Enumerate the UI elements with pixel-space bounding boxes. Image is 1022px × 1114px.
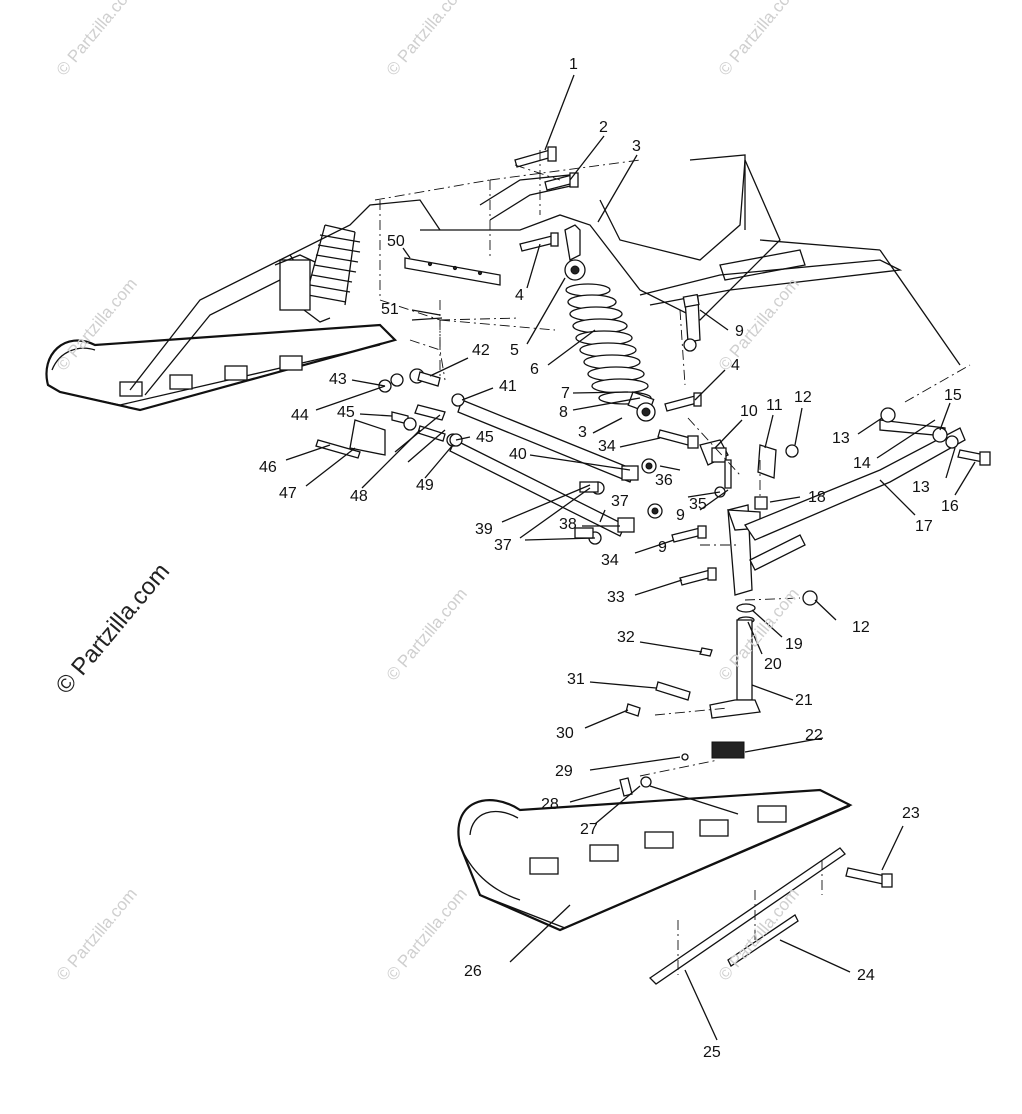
callout-23: 23: [902, 805, 920, 822]
callout-28: 28: [541, 796, 559, 813]
callout-51: 51: [381, 301, 399, 318]
callout-14: 14: [853, 455, 871, 472]
callout-30: 30: [556, 725, 574, 742]
callout-31: 31: [567, 671, 585, 688]
callout-18: 18: [808, 489, 826, 506]
callout-36: 36: [655, 472, 673, 489]
spindle-assembly: [625, 407, 991, 719]
rod-end-9: [682, 293, 701, 352]
callout-40: 40: [509, 446, 527, 463]
callout-11: 11: [766, 397, 783, 414]
callout-6: 6: [530, 361, 539, 378]
rear-shock-spring: [274, 224, 361, 311]
front-ski: [457, 741, 853, 932]
rear-ski-assembly: [45, 199, 441, 412]
callout-21: 21: [795, 692, 813, 709]
callout-9: 9: [735, 323, 744, 340]
callout-3: 3: [632, 138, 641, 155]
callout-25: 25: [703, 1044, 721, 1061]
callout-12-repeat: 12: [852, 619, 870, 636]
callout-35: 35: [689, 496, 707, 513]
callout-2: 2: [599, 119, 608, 136]
callout-7: 7: [561, 385, 570, 402]
callout-34-repeat: 34: [601, 552, 619, 569]
callout-10: 10: [740, 403, 758, 420]
callout-4: 4: [515, 287, 524, 304]
callout-16: 16: [941, 498, 959, 515]
callout-32: 32: [617, 629, 635, 646]
callout-50: 50: [387, 233, 405, 250]
callout-48: 48: [350, 488, 368, 505]
callout-12: 12: [794, 389, 812, 406]
callout-24: 24: [857, 967, 875, 984]
bolt-4-lower: [664, 392, 702, 412]
front-shock-absorber: [564, 224, 656, 422]
alignment-lines: [439, 150, 971, 777]
callout-44: 44: [291, 407, 309, 424]
callout-13: 13: [832, 430, 850, 447]
callout-29: 29: [555, 763, 573, 780]
callout-1: 1: [569, 56, 578, 73]
bolt-4-upper: [519, 232, 559, 252]
callout-19: 19: [785, 636, 803, 653]
callout-5: 5: [510, 342, 519, 359]
callout-46: 46: [259, 459, 277, 476]
callout-33: 33: [607, 589, 625, 606]
callout-37-repeat: 37: [494, 537, 512, 554]
callout-41: 41: [499, 378, 517, 395]
callout-45-repeat: 45: [476, 429, 494, 446]
callout-13-repeat: 13: [912, 479, 930, 496]
callout-38: 38: [559, 516, 577, 533]
callout-49: 49: [416, 477, 434, 494]
linkage-rods: [446, 393, 663, 545]
callout-17: 17: [915, 518, 933, 535]
callout-42: 42: [472, 342, 490, 359]
chassis-frame: [374, 154, 961, 366]
callout-27: 27: [580, 821, 598, 838]
callout-8: 8: [559, 404, 568, 421]
center-hardware: [657, 429, 818, 606]
callout-43: 43: [329, 371, 347, 388]
callout-9-repeat-a: 9: [658, 539, 667, 556]
callout-9-repeat-b: 9: [676, 507, 685, 524]
mount-bracket-hardware: [303, 300, 463, 463]
ski-runner-wear-bar: [648, 847, 893, 985]
callout-3-repeat: 3: [578, 424, 587, 441]
callout-47: 47: [279, 485, 297, 502]
bracket-50-drawing: [404, 257, 501, 286]
callout-37: 37: [611, 493, 629, 510]
callout-26: 26: [464, 963, 482, 980]
callout-15: 15: [944, 387, 962, 404]
leader-lines: [285, 74, 976, 1041]
callout-45: 45: [337, 404, 355, 421]
callout-20: 20: [764, 656, 782, 673]
bolts-1-2: [489, 146, 579, 260]
callout-39: 39: [475, 521, 493, 538]
callout-4-repeat-a: 4: [731, 357, 740, 374]
callout-22: 22: [805, 727, 823, 744]
callout-34: 34: [598, 438, 616, 455]
